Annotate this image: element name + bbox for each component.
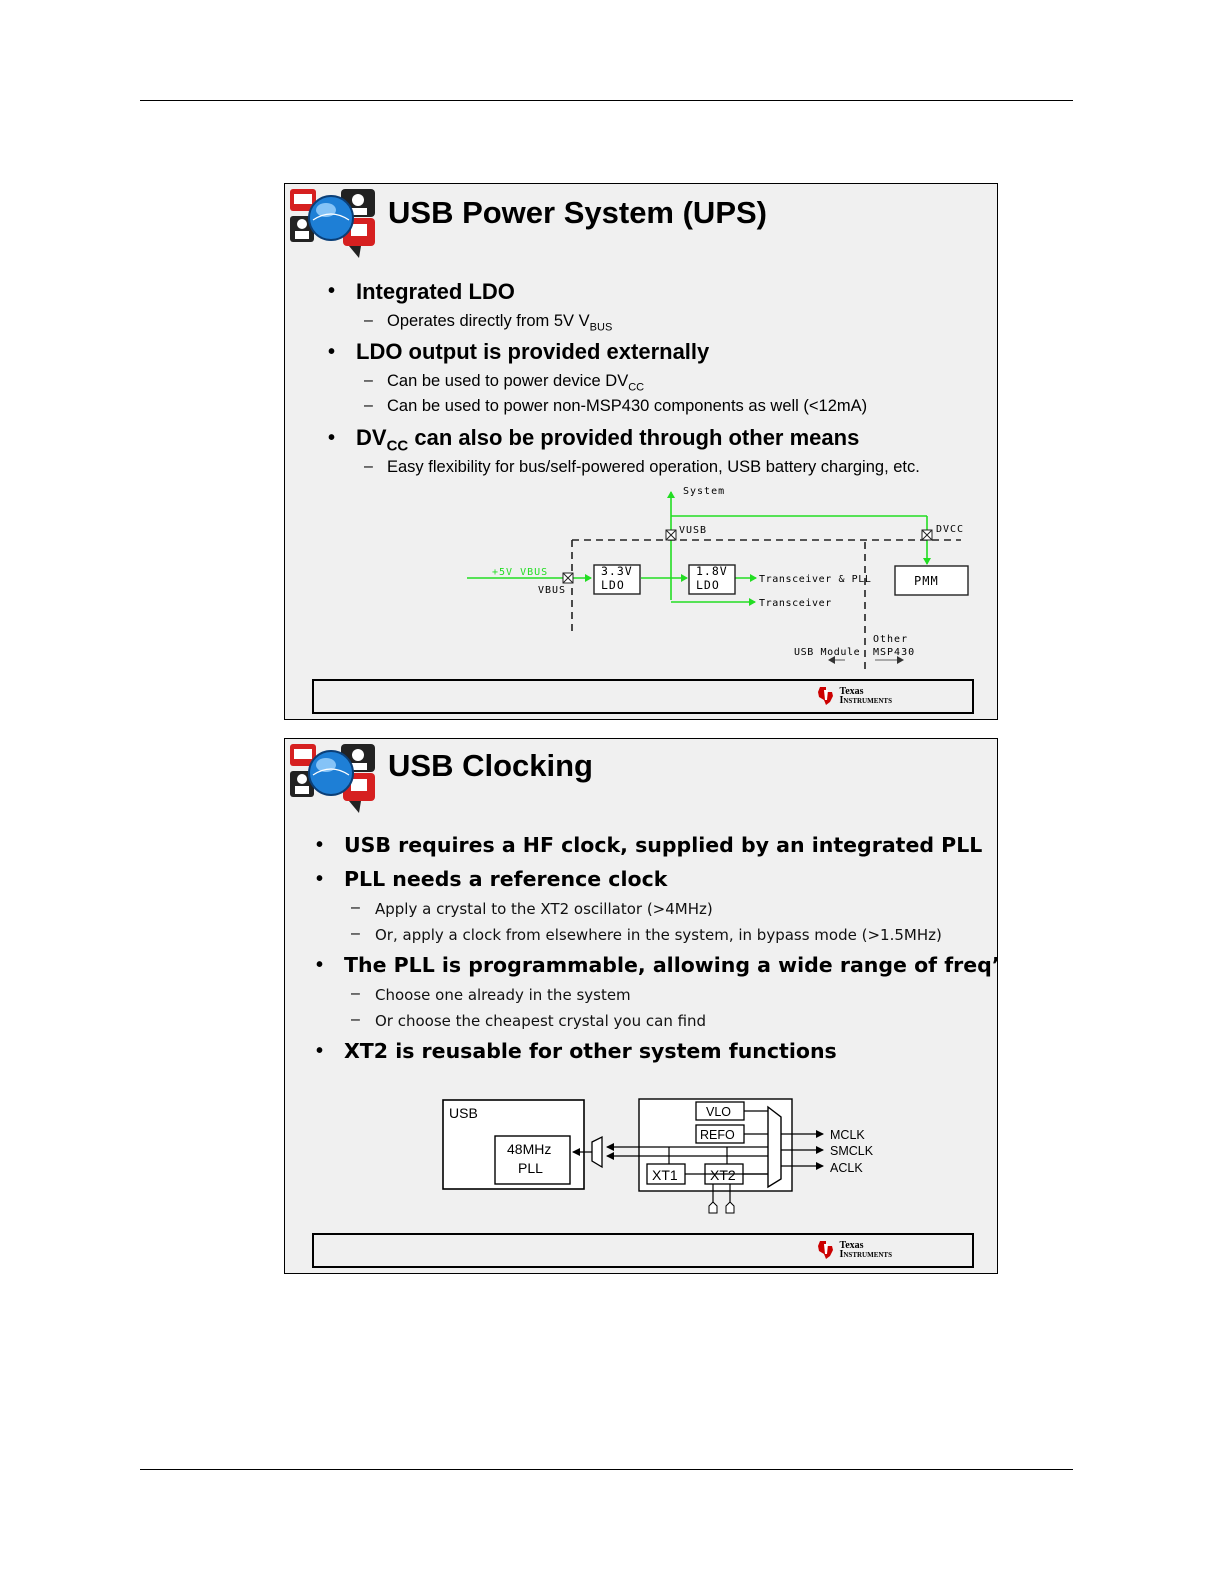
footer-rule [140,1469,1073,1470]
ti-line2: Instruments [839,695,892,706]
label-usb-module: USB Module [794,647,860,658]
dash: – [351,925,360,942]
label-ldo33: LDO [601,578,625,592]
usb-clock-diagram: USB 48MHz PLL VLO REFO XT1 XT2 MCLK SMCL… [442,1098,874,1214]
bullet-dot: • [328,427,336,449]
label-aclk: ACLK [830,1161,863,1175]
ti-logo: Texas Instruments [817,686,892,706]
label-xt1: XT1 [652,1167,678,1183]
label-vbus-input: +5V VBUS [492,567,548,578]
sub-bypass-mode: Or, apply a clock from elsewhere in the … [375,926,942,944]
label-pll-freq: 48MHz [507,1141,551,1157]
ti-state-icon [818,1241,834,1259]
ti-state-icon [818,687,834,705]
slide-title: USB Clocking [388,748,593,783]
pll-ref-mux [591,1135,603,1169]
sub-text: Can be used to power device DV [387,372,629,390]
ldo-1v8-box [688,564,736,595]
sub-power-dvcc: Can be used to power device DVCC [387,372,644,393]
header-rule [140,100,1073,101]
sub-easy-flexibility: Easy flexibility for bus/self-powered op… [387,458,920,476]
bullet-dot: • [316,954,324,976]
sub-subscript: BUS [589,321,613,334]
label-xt2: XT2 [710,1167,736,1183]
dash: – [351,985,360,1002]
sub-non-msp430: Can be used to power non-MSP430 componen… [387,397,868,415]
bullet-subscript: CC [386,437,409,455]
dash: – [364,397,373,414]
slide-footer-bar: Texas Instruments [312,679,974,714]
clock-mux [767,1105,782,1189]
dash: – [364,372,373,389]
bullet-ldo-output: LDO output is provided externally [356,339,710,364]
bullet-rest: can also be provided through other means [408,425,860,450]
ti-line1: Texas [839,686,864,697]
sub-choose-existing: Choose one already in the system [375,986,631,1004]
dash: – [351,1011,360,1028]
bullet-prefix: DV [356,425,387,450]
label-transceiver: Transceiver [759,598,832,609]
slide-title: USB Power System (UPS) [388,195,767,230]
slide-usb-power-system: USB Power System (UPS) • Integrated LDO … [284,183,998,720]
label-smclk: SMCLK [830,1144,874,1158]
sub-operates-directly: Operates directly from 5V VBUS [387,312,612,333]
bullet-integrated-ldo: Integrated LDO [356,279,515,304]
training-logo-icon [290,744,375,813]
slide-footer-bar: Texas Instruments [312,1233,974,1268]
ti-wordmark: Texas Instruments [839,686,892,706]
ldo-3v3-box [593,564,641,595]
module-boundary [571,539,961,674]
label-mclk: MCLK [830,1128,865,1142]
ti-line1: Texas [839,1240,864,1251]
clock-wires [572,1110,824,1205]
training-logo-icon [290,189,375,258]
bullet-dot: • [316,868,324,890]
bullet-xt2-reusable: XT2 is reusable for other system functio… [344,1039,837,1063]
label-usb: USB [449,1105,478,1121]
bullet-hf-clock: USB requires a HF clock, supplied by an … [344,833,983,857]
bullet-dvcc-other-means: DVCC can also be provided through other … [356,425,859,454]
label-ldo18-voltage: 1.8V [696,564,728,578]
bullet-dot: • [328,280,336,302]
ups-block-diagram: System VUSB DVCC +5V VBUS VBUS 3.3V LDO … [467,486,969,674]
bullet-dot: • [316,1040,324,1062]
label-refo: REFO [700,1128,735,1142]
label-transceiver-pll: Transceiver & PLL [759,574,872,585]
bullet-reference-clock: PLL needs a reference clock [344,867,668,891]
label-vbus-pin: VBUS [538,585,566,596]
bullet-dot: • [328,341,336,363]
pll-block [494,1135,571,1185]
slide-usb-clocking: USB Clocking • USB requires a HF clock, … [284,738,998,1274]
label-ldo33-voltage: 3.3V [601,564,633,578]
label-other: Other [873,634,908,645]
bullet-dot: • [316,834,324,856]
dash: – [351,899,360,916]
crystal-pins [708,1201,735,1214]
label-system: System [683,486,725,497]
ti-logo: Texas Instruments [817,1240,892,1260]
ti-wordmark: Texas Instruments [839,1240,892,1260]
dash: – [364,458,373,475]
label-msp430: MSP430 [873,647,915,658]
bullet-pll-programmable: The PLL is programmable, allowing a wide… [344,953,998,977]
label-ldo18: LDO [696,578,720,592]
label-pmm: PMM [914,574,939,588]
sub-text: Operates directly from 5V V [387,312,590,330]
sub-apply-crystal: Apply a crystal to the XT2 oscillator (>… [375,900,713,918]
label-vlo: VLO [706,1105,731,1119]
sub-cheapest-crystal: Or choose the cheapest crystal you can f… [375,1012,707,1030]
label-dvcc: DVCC [936,524,964,535]
label-vusb: VUSB [679,525,707,536]
pin-markers [562,529,933,584]
label-pll: PLL [518,1160,543,1176]
dash: – [364,312,373,329]
green-power-lines [467,491,931,606]
ti-line2: Instruments [839,1249,892,1260]
sub-subscript: CC [628,381,645,394]
pmm-box [894,565,969,596]
